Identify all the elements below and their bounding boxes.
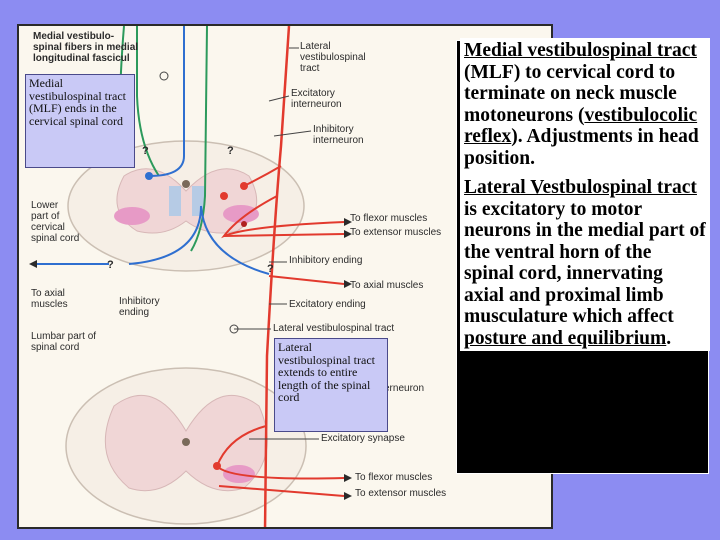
lateral-branch-3 <box>223 233 345 237</box>
cervical-gray-matter <box>116 168 258 234</box>
central-canal-1 <box>182 180 190 188</box>
label-to-extensor-1: To extensor muscles <box>350 227 442 238</box>
label-excitatory-synapse: Excitatory synapse <box>321 433 405 444</box>
paragraph-medial-text-a: (MLF) to cervical cord to terminate on n… <box>464 61 677 126</box>
inhibitory-fiber-1 <box>148 26 185 177</box>
medial-tract-fiber-1 <box>136 26 160 177</box>
label-medial-fibers: Medial vestibulo- spinal fibers in media… <box>33 31 139 64</box>
interneuron-cell-2 <box>220 192 228 200</box>
term-vestibulocolic-reflex: vestibulocolic reflex <box>464 104 698 148</box>
medial-tract-bundle-1 <box>169 186 181 216</box>
label-lateral-tract-2: Lateral vestibulospinal tract <box>273 323 395 334</box>
paragraph-medial-text-b: ). Adjustments in head position. <box>464 126 699 169</box>
diagram-drawing <box>29 26 352 527</box>
label-inhibitory-ending-left: Inhibitory ending <box>119 296 160 318</box>
arrow-extensor-2 <box>344 492 352 500</box>
arrow-flexor-1 <box>344 218 352 226</box>
label-to-extensor-2: To extensor muscles <box>355 488 447 499</box>
label-excitatory-ending: Excitatory ending <box>289 299 366 310</box>
arrow-flexor-2 <box>344 474 352 482</box>
callout-lateral-tract: Lateral vestibulospinal tract extends to… <box>274 338 388 432</box>
paragraph-lateral-text-b: . <box>666 327 672 349</box>
explanation-text-box: Medial vestibulospinal tract (MLF) to ce… <box>460 38 710 351</box>
question-mark-4: ? <box>267 263 274 275</box>
question-mark-2: ? <box>227 145 234 157</box>
inhibitory-interneuron-cell <box>145 172 153 180</box>
pointer-excitatory-interneuron <box>268 95 290 102</box>
term-medial-tract: Medial vestibulospinal tract <box>464 40 697 61</box>
lateral-branch-4 <box>268 275 345 285</box>
inhibitory-fiber-3 <box>200 205 270 275</box>
label-lumbar: Lumbar part of spinal cord <box>31 331 97 353</box>
label-excitatory-interneuron: Excitatory interneuron <box>291 88 342 110</box>
callout-medial-tract: Medial vestibulospinal tract (MLF) ends … <box>25 74 135 168</box>
fiber-marker-1 <box>159 71 169 81</box>
term-posture-equilibrium: posture and equilibrium <box>464 327 667 349</box>
paragraph-medial: Medial vestibulospinal tract (MLF) to ce… <box>464 40 706 169</box>
label-to-axial-1: To axial muscles <box>350 280 424 291</box>
fiber-marker-2 <box>229 324 239 334</box>
medial-tract-fiber-2 <box>190 26 208 252</box>
motor-pool-right-1 <box>223 205 259 223</box>
lumbar-motoneuron-cell <box>213 462 221 470</box>
paragraph-lateral: Lateral Vestbulospinal tract is excitato… <box>464 177 706 349</box>
label-inhibitory-interneuron: Inhibitory interneuron <box>313 124 364 146</box>
label-to-axial-2: To axial muscles <box>31 288 68 310</box>
motor-pool-left-1 <box>114 207 150 225</box>
arrow-axial-left <box>29 260 37 268</box>
lateral-tract-line <box>263 26 291 527</box>
label-to-flexor-2: To flexor muscles <box>355 472 433 483</box>
label-interneuron-partial: erneuron <box>384 383 425 394</box>
arrow-axial-1 <box>344 280 352 288</box>
lateral-branch-6 <box>218 485 345 497</box>
label-lower-cervical: Lower part of cervical spinal cord <box>31 200 80 244</box>
label-inhibitory-ending: Inhibitory ending <box>289 255 363 266</box>
pointer-inhibitory-interneuron <box>273 130 312 137</box>
motoneuron-cell-1 <box>241 221 247 227</box>
arrow-extensor-1 <box>344 230 352 238</box>
label-to-flexor-1: To flexor muscles <box>350 213 428 224</box>
term-lateral-tract: Lateral Vestbulospinal tract <box>464 177 697 198</box>
paragraph-lateral-text-a: is excitatory to motor neurons in the me… <box>464 198 706 328</box>
question-mark-3: ? <box>107 259 114 271</box>
question-mark-1: ? <box>142 145 149 157</box>
inhibitory-fiber-2 <box>128 205 202 265</box>
central-canal-2 <box>182 438 190 446</box>
excitatory-interneuron-cell <box>240 182 248 190</box>
label-lateral-tract: Lateral vestibulospinal tract <box>300 41 366 74</box>
